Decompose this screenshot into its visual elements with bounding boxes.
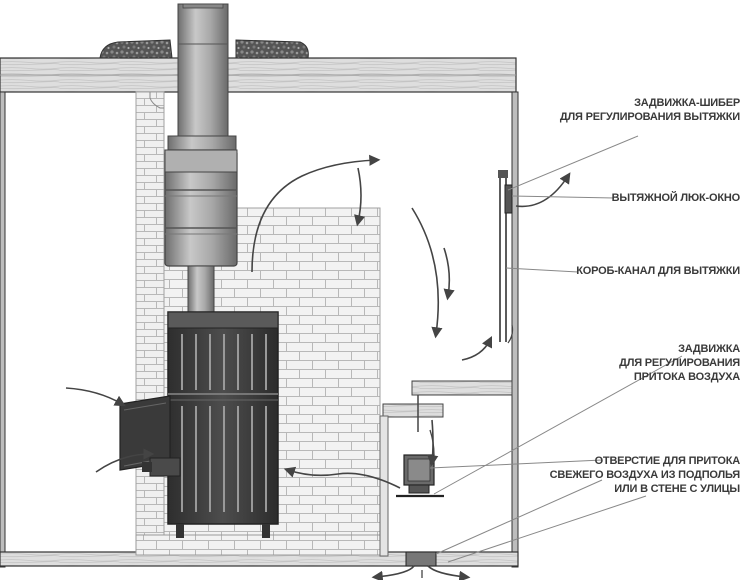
label-exhaust-duct: КОРОБ-КАНАЛ ДЛЯ ВЫТЯЖКИ: [576, 264, 740, 278]
label-intake-opening-line3: ИЛИ В СТЕНЕ С УЛИЦЫ: [614, 483, 740, 495]
arrow-mid-down: [443, 247, 455, 301]
label-intake-opening-line1: ОТВЕРСТИЕ ДЛЯ ПРИТОКА: [594, 455, 741, 467]
arrow-under-left: [371, 565, 415, 580]
intake-damper: [396, 454, 444, 498]
arrow-duct-up: [507, 324, 514, 344]
leader-intake-opening-b: [435, 479, 603, 555]
firebox-tunnel: [119, 395, 181, 477]
leader-intake-opening-a: [429, 459, 603, 469]
leader-damper-intake: [433, 355, 683, 495]
label-damper-exhaust: ЗАДВИЖКА-ШИБЕР ДЛЯ РЕГУЛИРОВАНИЯ ВЫТЯЖКИ: [560, 96, 740, 124]
leader-lines: [429, 135, 683, 563]
label-damper-exhaust-line1: ЗАДВИЖКА-ШИБЕР: [634, 97, 740, 109]
label-exhaust-hatch-text: ВЫТЯЖНОЙ ЛЮК-ОКНО: [611, 192, 741, 204]
arrow-damper-up: [427, 419, 439, 467]
arrow-circulation-down: [411, 207, 443, 339]
pipe-heat-exchanger: [164, 149, 238, 313]
label-exhaust-hatch: ВЫТЯЖНОЙ ЛЮК-ОКНО: [611, 191, 741, 205]
label-damper-exhaust-line2: ДЛЯ РЕГУЛИРОВАНИЯ ВЫТЯЖКИ: [559, 111, 740, 123]
sauna-bench: [379, 380, 513, 557]
arrow-under-right: [427, 565, 471, 580]
chimney-pipe: [167, 3, 237, 153]
exhaust-hatch: [504, 184, 513, 214]
label-damper-intake-line2: ДЛЯ РЕГУЛИРОВАНИЯ: [619, 357, 740, 369]
room-walls: [0, 91, 519, 568]
label-exhaust-duct-text: КОРОБ-КАНАЛ ДЛЯ ВЫТЯЖКИ: [576, 265, 740, 277]
leader-exhaust-hatch: [511, 195, 615, 199]
floor-brick-base: [135, 534, 381, 556]
arrow-to-duct: [461, 335, 493, 361]
label-damper-intake-line1: ЗАДВИЖКА: [678, 343, 740, 355]
sauna-stove: [167, 311, 279, 538]
airflow-arrows: [65, 154, 571, 580]
arrow-floor-in: [95, 448, 155, 473]
label-damper-intake: ЗАДВИЖКА ДЛЯ РЕГУЛИРОВАНИЯ ПРИТОКА ВОЗДУ…: [619, 342, 740, 384]
arrow-hot-air-up: [251, 154, 381, 273]
ceiling-beam: [0, 57, 517, 93]
label-damper-intake-line3: ПРИТОКА ВОЗДУХА: [633, 371, 740, 383]
label-intake-opening-line2: СВЕЖЕГО ВОЗДУХА ИЗ ПОДПОЛЬЯ: [549, 469, 741, 481]
arrow-firebox-in: [65, 387, 126, 407]
leader-exhaust-duct: [505, 267, 579, 273]
label-intake-opening: ОТВЕРСТИЕ ДЛЯ ПРИТОКА СВЕЖЕГО ВОЗДУХА ИЗ…: [549, 454, 741, 496]
arrow-upper-down: [354, 167, 365, 227]
arrow-floor-cool: [283, 466, 401, 489]
arrow-exhaust-out: [515, 172, 571, 208]
leader-damper-exhaust: [507, 135, 639, 191]
leader-intake-opening-c: [447, 495, 647, 563]
intake-floor-opening: [405, 551, 437, 567]
